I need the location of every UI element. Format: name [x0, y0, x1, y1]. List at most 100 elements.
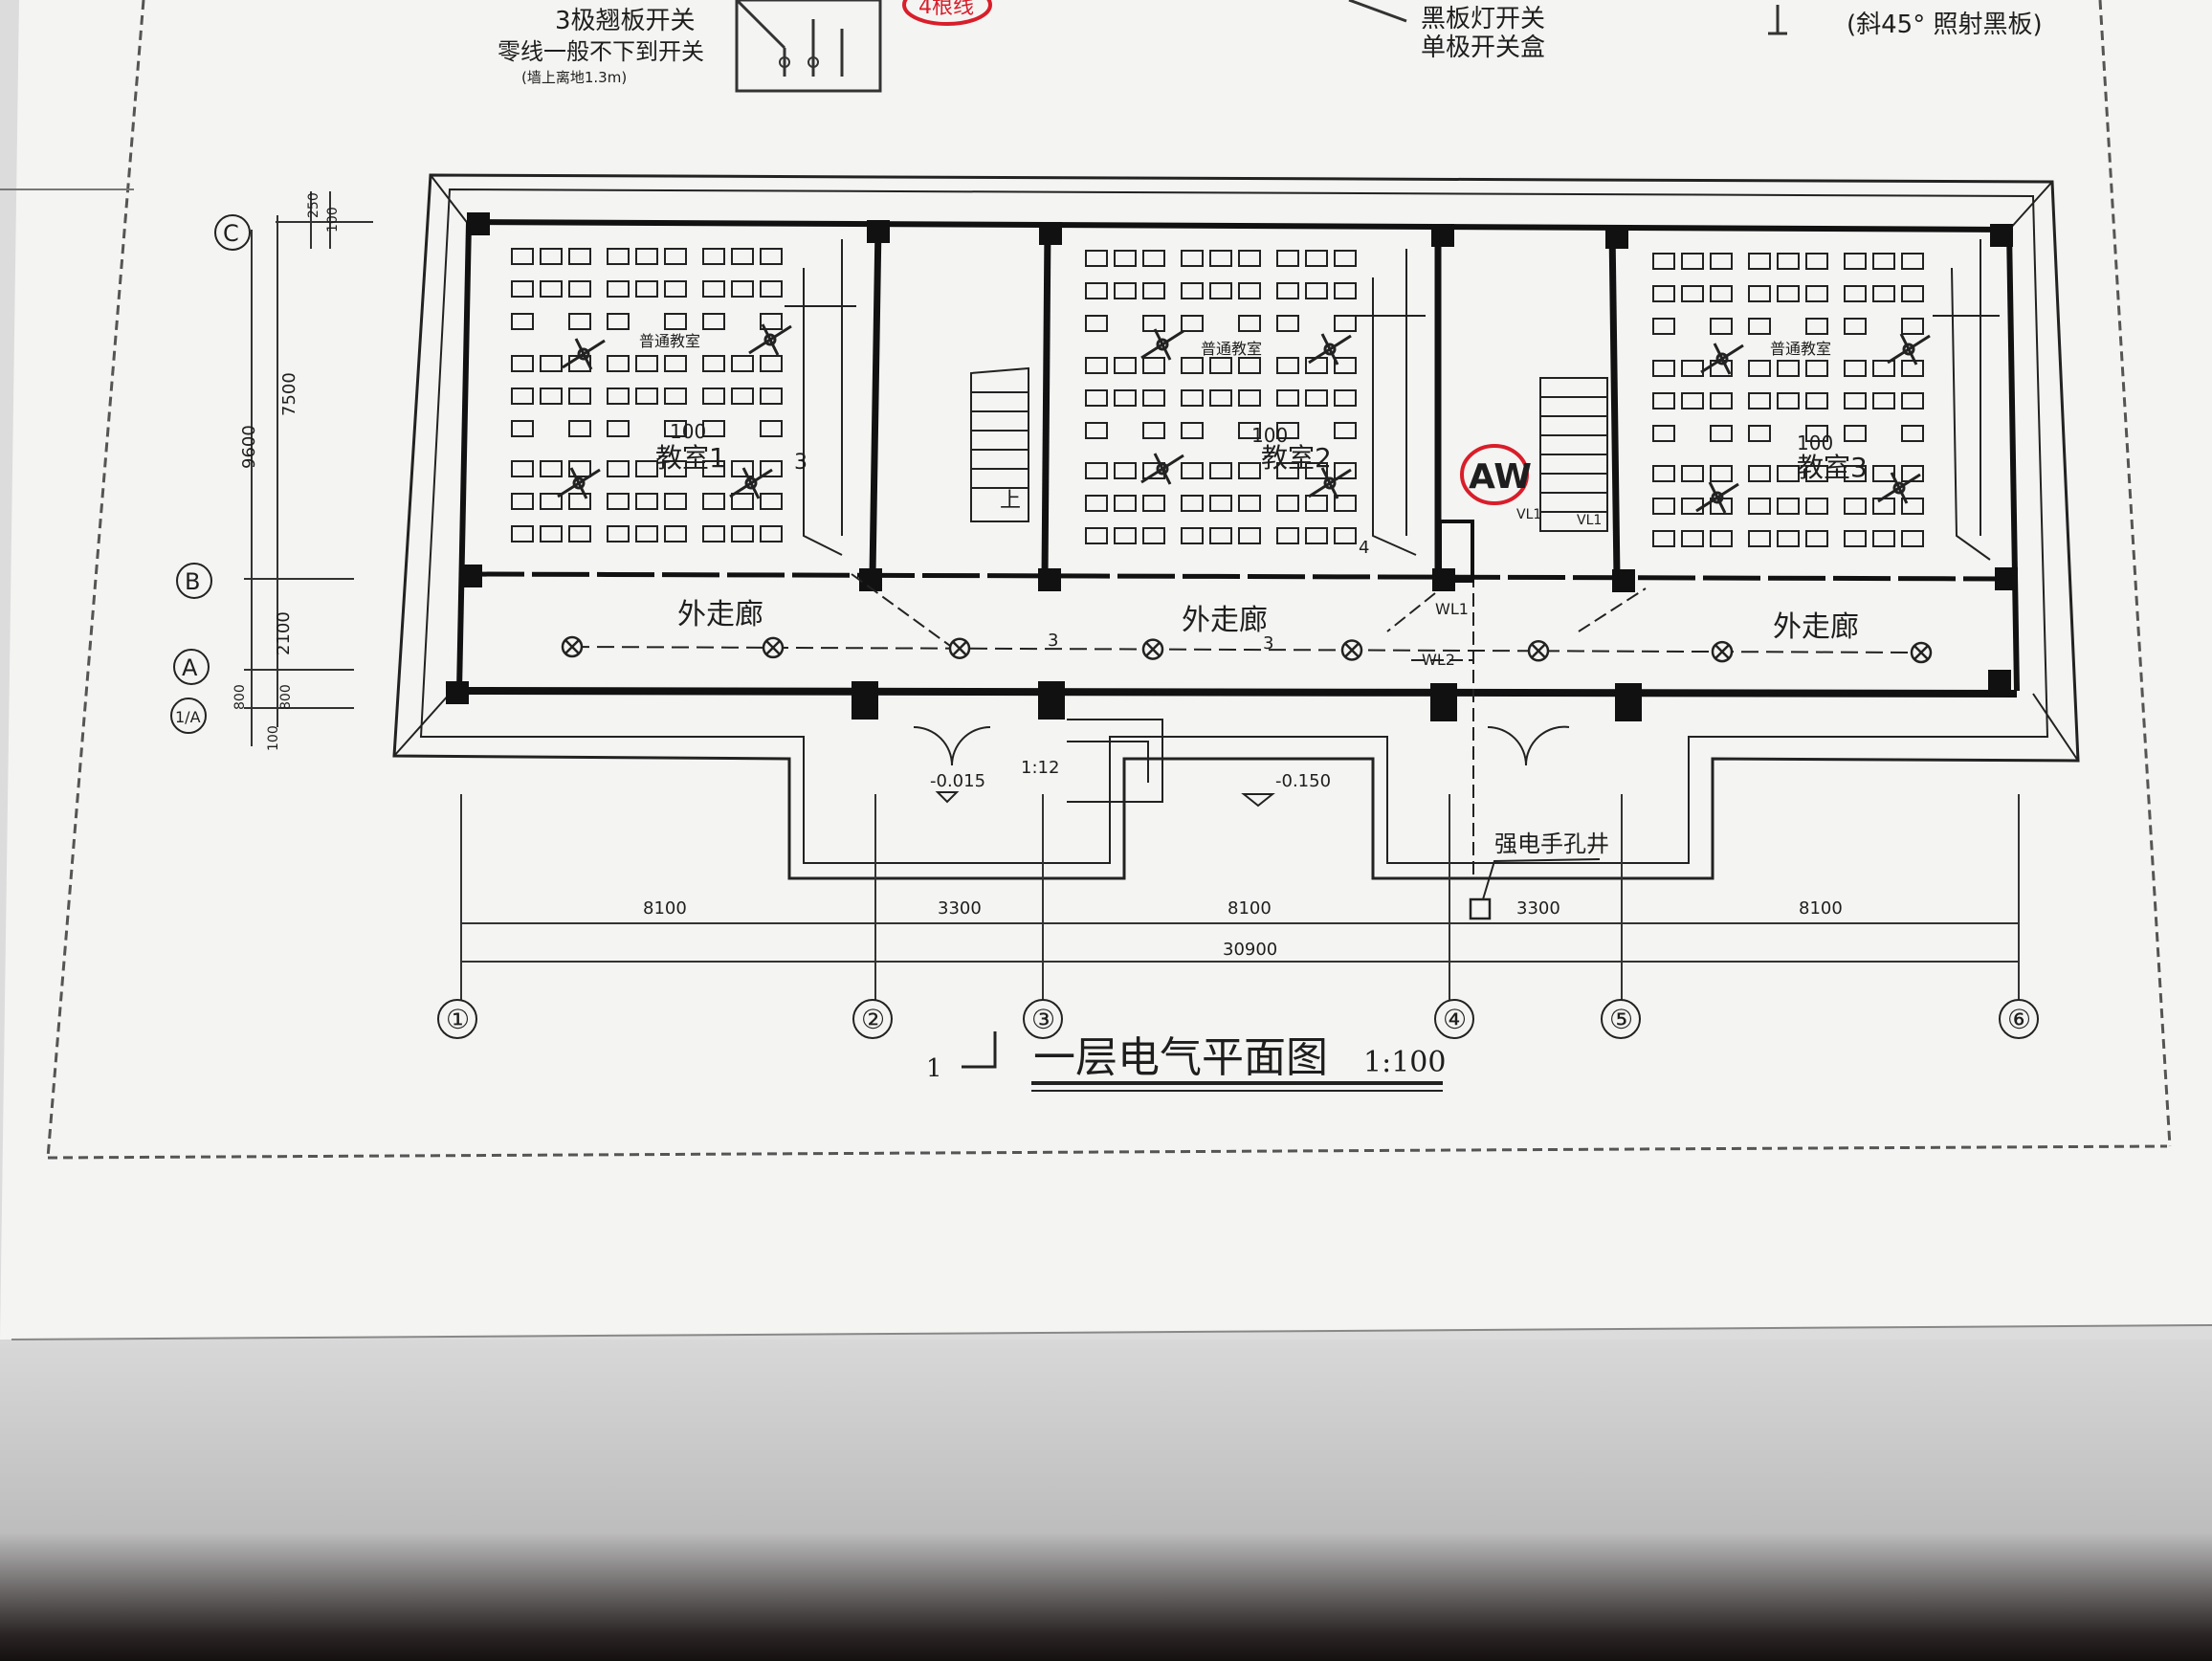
desk	[1872, 253, 1895, 270]
desk	[1085, 462, 1108, 479]
desk	[1777, 465, 1800, 482]
desk	[1085, 389, 1108, 407]
desk	[702, 355, 725, 372]
desk	[1142, 282, 1165, 299]
desk	[568, 493, 591, 510]
axis-a-circle	[173, 649, 210, 685]
desk	[511, 420, 534, 437]
desk	[1181, 389, 1204, 407]
desk	[1334, 422, 1357, 439]
desk	[1114, 389, 1137, 407]
desk	[1142, 315, 1165, 332]
desk	[1844, 498, 1867, 515]
desk	[1276, 422, 1299, 439]
axis-4-label: ④	[1443, 1004, 1467, 1035]
wire-count-d: 4	[1359, 538, 1369, 558]
desk	[702, 460, 725, 477]
desk	[1901, 498, 1924, 515]
desk	[540, 493, 563, 510]
dim-vertical-a2: 800	[278, 684, 294, 710]
desk	[1652, 530, 1675, 547]
desk	[1872, 285, 1895, 302]
desk	[1652, 498, 1675, 515]
eave-corner-2	[2008, 181, 2053, 231]
legend-badge-circle	[902, 0, 992, 26]
desk	[1305, 250, 1328, 267]
desk	[664, 313, 687, 330]
corridor-lamps	[561, 635, 1933, 664]
desk	[731, 525, 754, 543]
desk	[635, 355, 658, 372]
dim-span-5: 8100	[1799, 898, 1843, 919]
classroom-3-sub: 普通教室	[1770, 340, 1831, 358]
corridor-label-2: 外走廊	[1182, 604, 1268, 637]
desk	[1777, 360, 1800, 377]
circuit-wl1-label: WL1	[1435, 600, 1469, 618]
desk	[1681, 285, 1704, 302]
desk	[1710, 253, 1733, 270]
wire-count-b: 3	[1048, 631, 1058, 651]
desk	[1209, 462, 1232, 479]
desk	[1872, 530, 1895, 547]
drawing-scale: 1:100	[1363, 1046, 1446, 1079]
desk	[607, 388, 630, 405]
desk	[664, 355, 687, 372]
axis-6-label: ⑥	[2007, 1004, 2031, 1035]
desk	[702, 248, 725, 265]
ceiling-fan-hub	[1711, 491, 1724, 504]
desk	[1181, 422, 1204, 439]
desk	[760, 420, 783, 437]
axis-c-label: C	[223, 220, 239, 247]
stair-2	[1539, 377, 1608, 532]
desk	[1085, 357, 1108, 374]
handhole-leader	[1482, 858, 1601, 900]
desk	[568, 280, 591, 298]
ceiling-fan-hub	[577, 347, 590, 361]
desk	[1334, 250, 1357, 267]
desk	[1276, 527, 1299, 544]
desk	[1276, 315, 1299, 332]
axis-1a-circle	[170, 698, 207, 734]
ceiling-fan-icon	[729, 467, 773, 499]
desk	[1114, 462, 1137, 479]
desk	[1334, 495, 1357, 512]
desk	[1276, 282, 1299, 299]
desk	[1238, 495, 1261, 512]
desk	[635, 525, 658, 543]
legend-board-switch: 黑板灯开关	[1421, 5, 1545, 33]
desk	[1114, 495, 1137, 512]
eave-corner-4	[2032, 693, 2079, 762]
desk	[731, 460, 754, 477]
wall-north	[468, 219, 2010, 233]
dim-span-2: 3300	[938, 898, 982, 919]
legend-switch-symbol	[735, 0, 882, 93]
desk	[1748, 360, 1771, 377]
ceiling-fan-icon	[748, 323, 792, 356]
desk	[1681, 530, 1704, 547]
desk	[1805, 498, 1828, 515]
desk	[1844, 530, 1867, 547]
desk	[540, 355, 563, 372]
desk	[1305, 462, 1328, 479]
distribution-panel	[1438, 520, 1474, 583]
desk	[1652, 360, 1675, 377]
desk	[1238, 357, 1261, 374]
desk	[664, 525, 687, 543]
desk	[568, 388, 591, 405]
ceiling-fan-icon	[562, 338, 606, 370]
desk	[1334, 527, 1357, 544]
desk	[702, 525, 725, 543]
frame-bottom	[47, 1144, 2168, 1160]
classroom-3-area: 100	[1797, 432, 1833, 454]
ceiling-fan-hub	[1892, 481, 1906, 495]
desk	[1748, 285, 1771, 302]
desk	[1238, 250, 1261, 267]
desk	[702, 493, 725, 510]
desk	[664, 248, 687, 265]
dim-vertical-total: 9600	[239, 425, 259, 469]
desk	[540, 525, 563, 543]
desk	[607, 493, 630, 510]
partition-4	[1608, 229, 1621, 579]
ceiling-fan-hub	[744, 476, 758, 490]
legend-lamp-note: (斜45° 照射黑板)	[1847, 11, 2043, 39]
